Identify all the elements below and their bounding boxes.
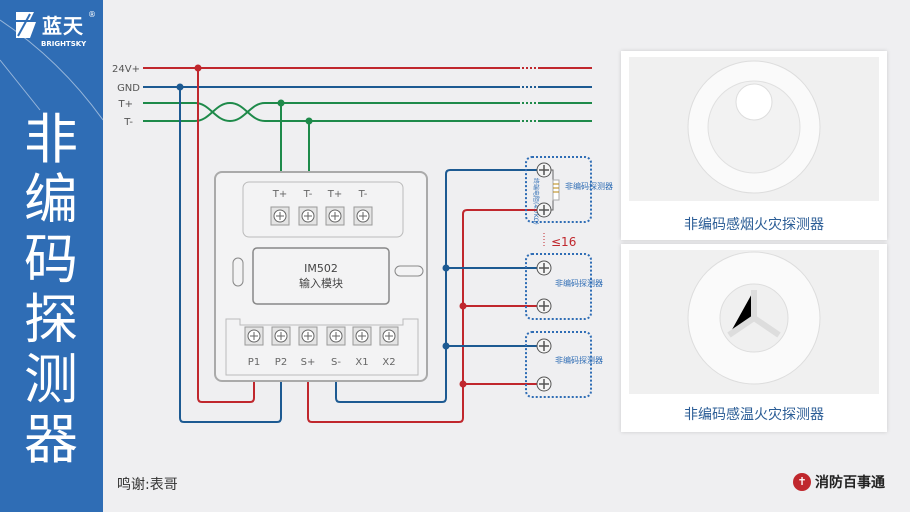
bus-label-tminus: T- bbox=[123, 117, 133, 128]
resistor-label: 终端电阻(4.7KΩ) bbox=[532, 178, 540, 225]
bus-label-24v: 24V+ bbox=[112, 64, 140, 75]
terminal-label: P1 bbox=[248, 357, 260, 368]
heat-detector-card: 非编码感温火灾探测器 bbox=[621, 244, 887, 432]
publisher-logo: ✝ 消防百事通 bbox=[793, 472, 885, 492]
wire-tminus bbox=[143, 101, 592, 122]
terminal-label: S+ bbox=[301, 357, 316, 368]
terminal-label: T- bbox=[303, 189, 313, 200]
credit-text: 鸣谢:表哥 bbox=[117, 477, 178, 493]
terminal-label: P2 bbox=[275, 357, 287, 368]
detector-label: 非编码探测器 bbox=[555, 355, 603, 365]
module-name: 输入模块 bbox=[299, 276, 343, 290]
detector-label: 非编码探测器 bbox=[565, 181, 613, 191]
detector-label: 非编码探测器 bbox=[555, 278, 603, 288]
terminal-label: X2 bbox=[382, 357, 395, 368]
terminal-label: X1 bbox=[355, 357, 368, 368]
smoke-detector-caption: 非编码感烟火灾探测器 bbox=[684, 217, 824, 233]
page-title: 非编码探测器 bbox=[24, 108, 78, 471]
terminal-label: S- bbox=[331, 357, 341, 368]
registered-mark: ® bbox=[88, 10, 96, 19]
smoke-detector-image bbox=[629, 57, 879, 201]
bus-label-tplus: T+ bbox=[118, 99, 134, 110]
logo-mark-icon bbox=[16, 12, 36, 38]
module-model: IM502 bbox=[304, 262, 338, 275]
input-module: IM502 输入模块 T+ T- T+ T- P1 P2 S+ S- X1 X2 bbox=[214, 171, 428, 382]
brand-logo: 蓝天 ® BRIGHTSKY bbox=[14, 10, 96, 48]
brand-name-en: BRIGHTSKY bbox=[41, 40, 87, 48]
decorative-lines bbox=[0, 19, 103, 121]
fireman-logo-icon: ✝ bbox=[793, 473, 811, 491]
heat-detector-caption: 非编码感温火灾探测器 bbox=[684, 407, 824, 423]
detector-boxes bbox=[525, 156, 592, 398]
max-detector-count: ≤16 bbox=[551, 235, 576, 249]
wire-tplus bbox=[143, 102, 592, 123]
bus-label-gnd: GND bbox=[117, 83, 140, 94]
heat-detector-image bbox=[629, 250, 879, 394]
smoke-detector-card: 非编码感烟火灾探测器 bbox=[621, 51, 887, 240]
sidebar: 蓝天 ® BRIGHTSKY 非编码探测器 bbox=[0, 0, 103, 512]
terminal-label: T- bbox=[358, 189, 368, 200]
terminal-label: T+ bbox=[327, 189, 343, 200]
resistor-icon bbox=[552, 179, 560, 201]
terminal-label: T+ bbox=[272, 189, 288, 200]
brand-name-cn: 蓝天 bbox=[42, 14, 84, 38]
publisher-name: 消防百事通 bbox=[815, 475, 885, 491]
